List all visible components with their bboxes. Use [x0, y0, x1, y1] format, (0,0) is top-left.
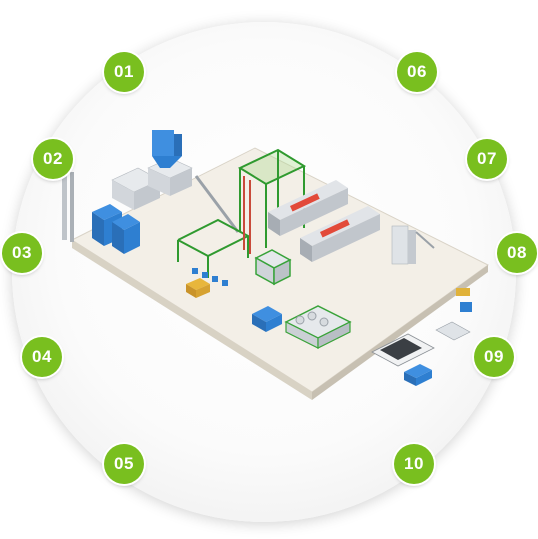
small-pumps	[192, 268, 228, 286]
feeding-silos	[111, 157, 193, 210]
green-structure	[177, 148, 307, 278]
orange-unit	[186, 278, 210, 298]
condenser-pipes	[243, 176, 251, 254]
chimney	[62, 160, 74, 242]
step-badge-06[interactable]: 06	[397, 52, 437, 92]
step-badge-03[interactable]: 03	[2, 233, 42, 273]
condenser-tower	[391, 225, 435, 265]
step-badge-09[interactable]: 09	[474, 337, 514, 377]
conveyor	[194, 175, 240, 233]
reactor-drums	[268, 180, 380, 262]
top-hopper	[152, 130, 182, 168]
slag-pool	[371, 333, 435, 367]
blue-box	[252, 306, 282, 332]
step-badge-10[interactable]: 10	[394, 444, 434, 484]
floor-edge-right	[312, 265, 488, 400]
step-badge-08[interactable]: 08	[497, 233, 537, 273]
right-machines	[435, 288, 472, 341]
blue-tanks	[92, 204, 140, 254]
step-badge-02[interactable]: 02	[33, 139, 73, 179]
step-badge-04[interactable]: 04	[22, 337, 62, 377]
step-badge-01[interactable]: 01	[104, 52, 144, 92]
blue-motor	[404, 364, 432, 386]
front-tank-bed	[284, 305, 352, 349]
step-badge-07[interactable]: 07	[467, 139, 507, 179]
step-badge-05[interactable]: 05	[104, 444, 144, 484]
oil-tanks	[254, 249, 292, 286]
floor-edge-left	[72, 240, 312, 400]
